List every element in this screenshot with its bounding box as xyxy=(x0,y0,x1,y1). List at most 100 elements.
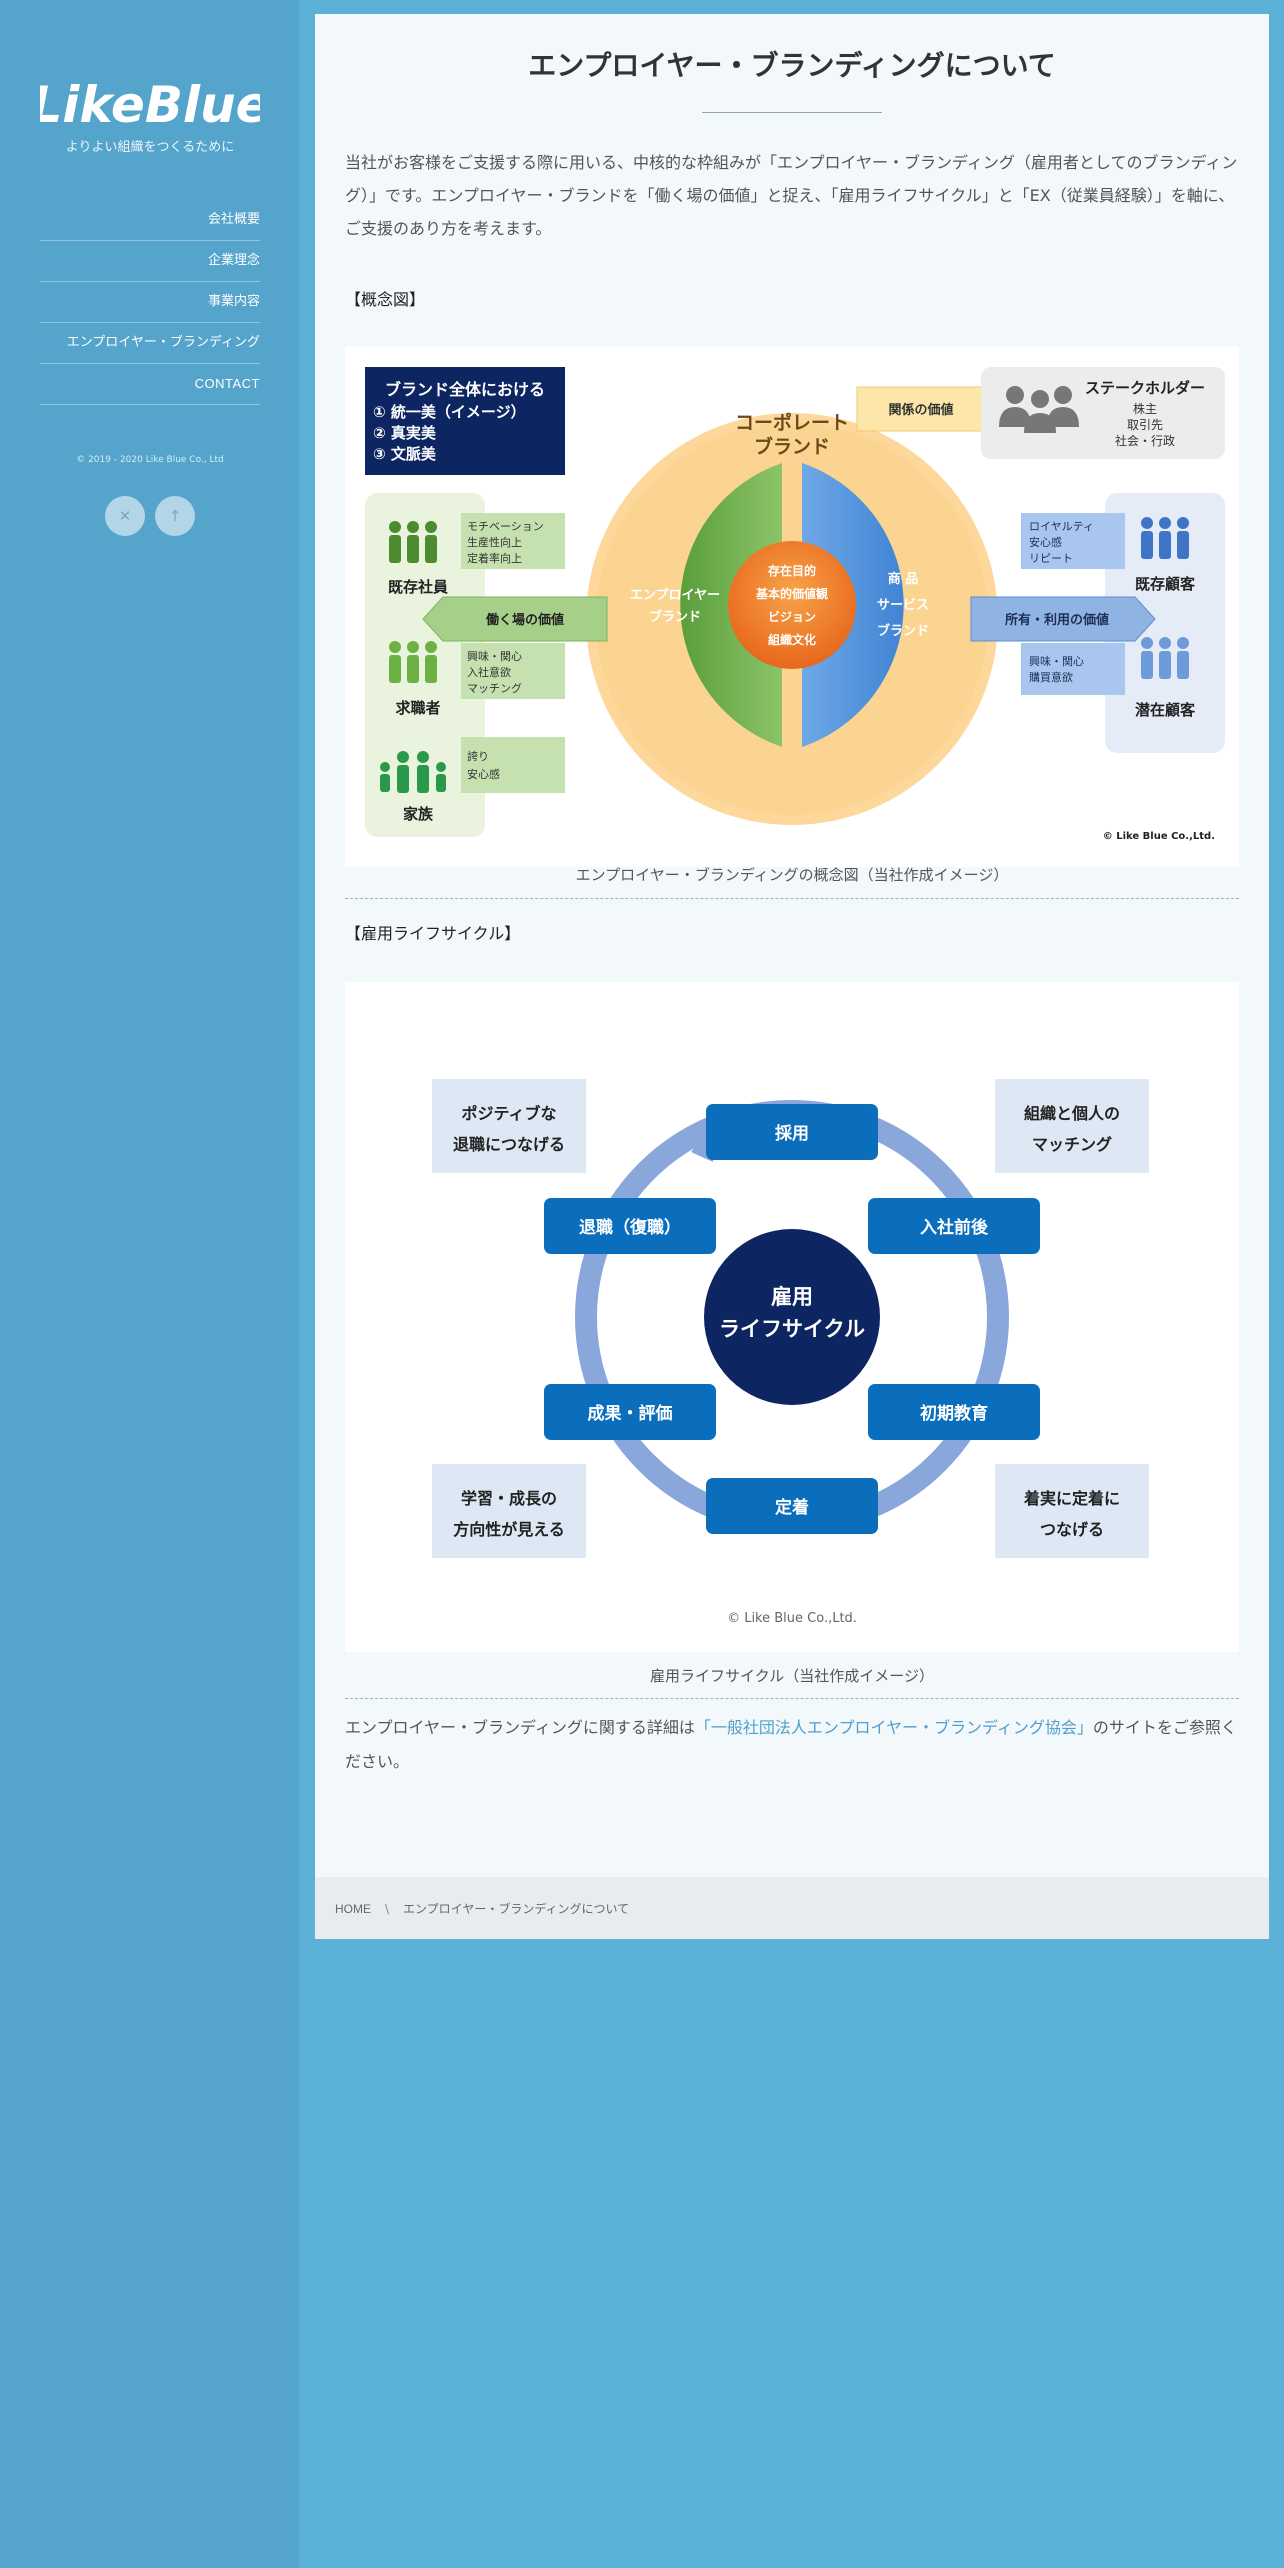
note-text: 学習・成長の xyxy=(461,1489,557,1508)
note-text: マッチング xyxy=(1032,1135,1112,1154)
note-bottom-right xyxy=(995,1464,1149,1558)
core-value: 存在目的 xyxy=(767,563,816,578)
product-brand-label: ブランド xyxy=(877,623,929,639)
customers-tag: ロイヤルティ xyxy=(1029,520,1094,533)
sidebar: LikeBlue よりよい組織をつくるために 会社概要 企業理念 事業内容 エン… xyxy=(0,0,299,2568)
note-text: ポジティブな xyxy=(461,1104,556,1123)
brand-box-item: ③ 文脈美 xyxy=(373,445,437,463)
stakeholder-item: 取引先 xyxy=(1127,418,1163,432)
family-tag-box xyxy=(461,737,565,793)
family-tag: 安心感 xyxy=(467,767,500,781)
note-top-left xyxy=(432,1079,586,1173)
seekers-tag: マッチング xyxy=(467,681,522,695)
brand-box-item: ① 統一美（イメージ） xyxy=(373,403,526,421)
sidebar-copyright: © 2019 - 2020 Like Blue Co., Ltd xyxy=(76,455,224,465)
corporate-brand-label: ブランド xyxy=(754,435,830,458)
product-brand-label: サービス xyxy=(877,597,929,613)
relation-value-label: 関係の価値 xyxy=(888,402,953,418)
close-icon: ✕ xyxy=(118,507,132,525)
stage-initial-training xyxy=(868,1384,1040,1440)
brand-box-title: ブランド全体における xyxy=(385,380,545,399)
lifecycle-copyright: © Like Blue Co.,Ltd. xyxy=(727,1611,857,1626)
core-values-circle xyxy=(728,541,856,669)
note-text: 組織と個人の xyxy=(1024,1104,1120,1123)
note-text: 着実に定着に xyxy=(1023,1489,1120,1508)
page-title: エンプロイヤー・ブランディングについて xyxy=(528,49,1056,82)
stage-retention xyxy=(706,1478,878,1534)
lifecycle-section-label: 【雇用ライフサイクル】 xyxy=(345,924,521,943)
core-value: 組織文化 xyxy=(768,632,816,647)
close-button[interactable]: ✕ xyxy=(105,496,145,536)
lifecycle-caption: 雇用ライフサイクル（当社作成イメージ） xyxy=(650,1667,934,1685)
breadcrumb-current: エンプロイヤー・ブランディングについて xyxy=(403,1902,630,1916)
ownership-value-label: 所有・利用の価値 xyxy=(1005,612,1109,628)
employees-tag-box xyxy=(461,513,565,569)
caption-divider xyxy=(345,1698,1239,1699)
stage-evaluation xyxy=(544,1384,716,1440)
corporate-brand-label: コーポレート xyxy=(735,411,849,434)
breadcrumb-home[interactable]: HOME xyxy=(335,1902,371,1916)
customer-people-icon xyxy=(1141,517,1189,559)
stakeholder-title: ステークホルダー xyxy=(1085,379,1205,397)
nav-item-company[interactable]: 会社概要 xyxy=(40,200,260,241)
seekers-tag-box xyxy=(461,643,565,699)
scroll-top-button[interactable]: ↑ xyxy=(155,496,195,536)
stage-label: 初期教育 xyxy=(920,1403,988,1424)
concept-copyright: © Like Blue Co.,Ltd. xyxy=(1103,831,1215,842)
stakeholder-box xyxy=(981,367,1225,459)
customers-tag-box xyxy=(1021,513,1125,569)
employees-tag: モチベーション xyxy=(467,520,544,533)
employees-tag: 定着率向上 xyxy=(467,551,522,565)
nav-item-employer-branding[interactable]: エンプロイヤー・ブランディング xyxy=(40,323,260,364)
stage-retirement xyxy=(544,1198,716,1254)
stage-label: 定着 xyxy=(775,1497,809,1518)
prospects-tag-box xyxy=(1021,643,1125,695)
lifecycle-figure: 雇用 ライフサイクル 採用 入社前後 初期教育 定着 成果・評価 退職（復職） … xyxy=(345,982,1239,1652)
core-value: 基本的価値観 xyxy=(755,586,828,601)
caption-divider xyxy=(345,898,1239,899)
seekers-tag: 興味・関心 xyxy=(467,650,522,663)
family-tag: 誇り xyxy=(467,749,489,763)
employer-brand-label: ブランド xyxy=(649,609,701,625)
association-link[interactable]: 「一般社団法人エンプロイヤー・ブランディング協会」 xyxy=(694,1718,1093,1737)
brand-principles-box xyxy=(365,367,565,475)
prospects-tag: 購買意欲 xyxy=(1029,670,1073,684)
stage-onboarding xyxy=(868,1198,1040,1254)
stage-label: 採用 xyxy=(775,1123,809,1144)
breadcrumb: HOME\エンプロイヤー・ブランディングについて xyxy=(335,1900,629,1917)
note-bottom-left xyxy=(432,1464,586,1558)
site-tagline: よりよい組織をつくるために xyxy=(65,140,235,155)
nav-item-contact[interactable]: CONTACT xyxy=(40,364,260,405)
nav-item-business[interactable]: 事業内容 xyxy=(40,282,260,323)
arrow-up-icon: ↑ xyxy=(168,507,182,525)
concept-section-label: 【概念図】 xyxy=(345,290,426,309)
stage-label: 成果・評価 xyxy=(588,1403,673,1424)
seekers-label: 求職者 xyxy=(395,699,440,717)
site-logo[interactable]: LikeBlue xyxy=(40,74,260,134)
core-value: ビジョン xyxy=(768,609,816,624)
concept-diagram: ブランド全体における ① 統一美（イメージ） ② 真実美 ③ 文脈美 コーポレー… xyxy=(345,347,1239,867)
family-icon xyxy=(380,751,446,793)
intro-paragraph: 当社がお客様をご支援する際に用いる、中核的な枠組みが「エンプロイヤー・ブランディ… xyxy=(345,153,1238,238)
note-text: 方向性が見える xyxy=(453,1520,565,1539)
employer-brand-label: エンプロイヤー xyxy=(630,588,720,603)
lifecycle-center xyxy=(704,1229,880,1405)
main-nav: 会社概要 企業理念 事業内容 エンプロイヤー・ブランディング CONTACT xyxy=(40,200,260,405)
customer-panel xyxy=(1105,493,1225,753)
product-brand-label: 商 品 xyxy=(888,571,919,587)
family-label: 家族 xyxy=(403,805,434,823)
employee-people-icon xyxy=(389,521,437,563)
concept-figure: ブランド全体における ① 統一美（イメージ） ② 真実美 ③ 文脈美 コーポレー… xyxy=(345,347,1239,867)
prospects-label: 潜在顧客 xyxy=(1135,701,1196,719)
breadcrumb-bar: HOME\エンプロイヤー・ブランディングについて xyxy=(315,1877,1269,1939)
note-text: 退職につなげる xyxy=(453,1135,565,1154)
prospect-people-icon xyxy=(1141,637,1189,679)
seeker-people-icon xyxy=(389,641,437,683)
stakeholder-item: 株主 xyxy=(1133,401,1157,416)
logo-text: LikeBlue xyxy=(40,76,260,134)
nav-item-philosophy[interactable]: 企業理念 xyxy=(40,241,260,282)
lifecycle-center-label: 雇用 xyxy=(771,1285,813,1309)
lifecycle-diagram: 雇用 ライフサイクル 採用 入社前後 初期教育 定着 成果・評価 退職（復職） … xyxy=(345,982,1239,1652)
workplace-value-arrow xyxy=(422,596,608,642)
note-text: つなげる xyxy=(1040,1520,1104,1539)
